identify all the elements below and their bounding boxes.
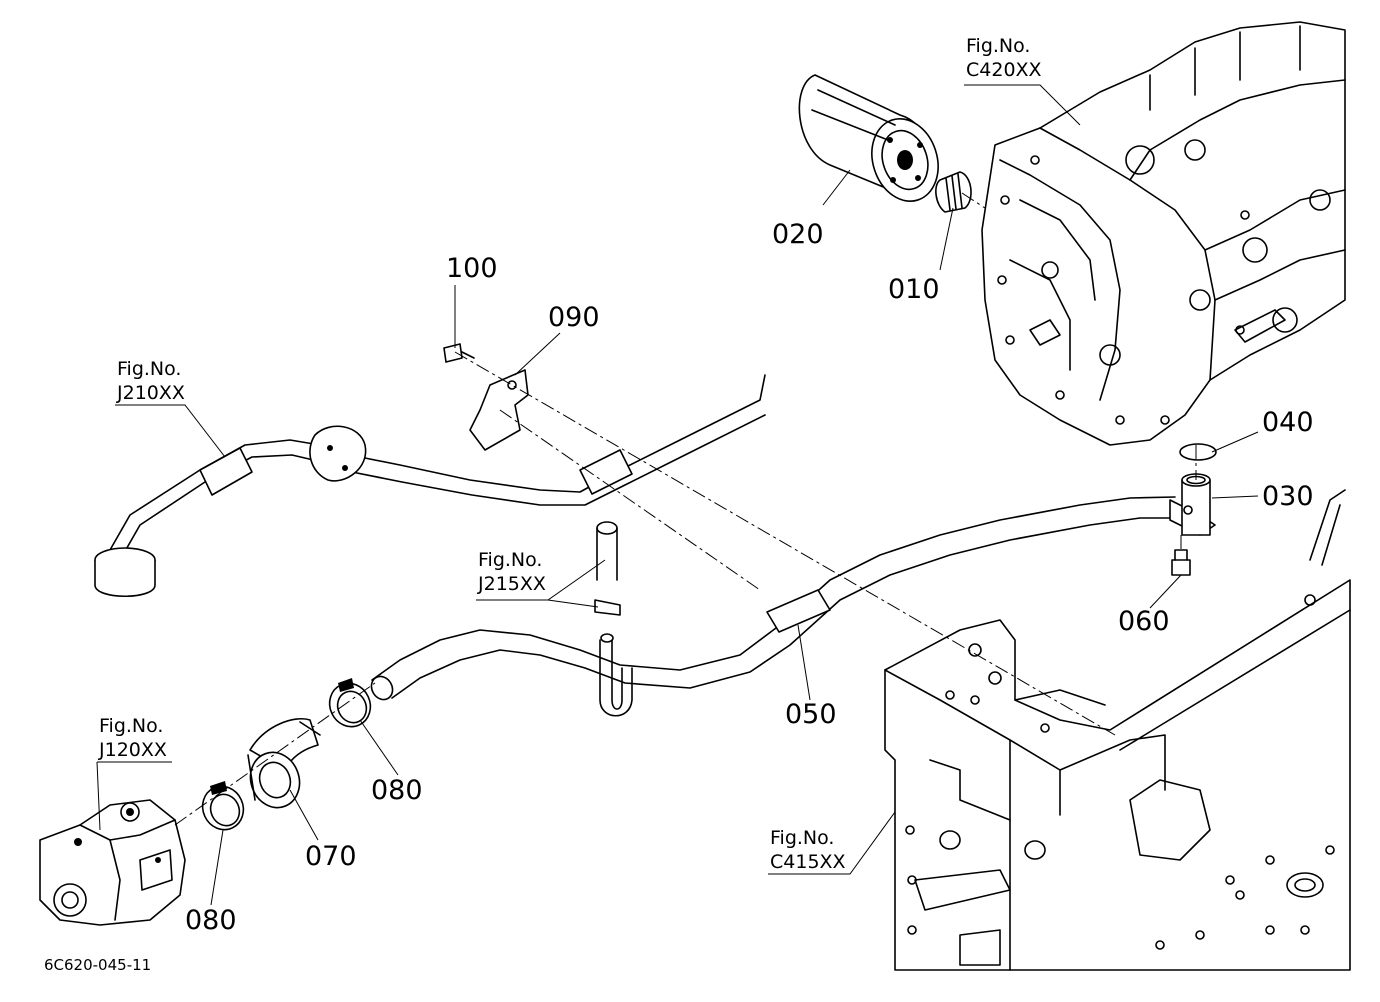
main-pipe-drawing	[370, 496, 1176, 717]
part-label-090: 090	[548, 302, 600, 333]
assembly-lines	[174, 192, 1197, 826]
sleeve-drawing	[594, 521, 621, 616]
clamp-drawing-upper	[328, 678, 372, 728]
o-ring-drawing	[1179, 443, 1217, 461]
part-label-080-lower: 080	[185, 905, 237, 936]
bracket-drawing	[469, 369, 529, 451]
fig-ref-j120-line2: J120XX	[99, 739, 167, 761]
pump-drawing	[39, 799, 186, 926]
part-label-070: 070	[305, 841, 357, 872]
clamp-drawing-lower	[201, 781, 245, 831]
fig-ref-j210[interactable]: Fig.No. J210XX	[117, 357, 185, 405]
fig-ref-j120-line1: Fig.No.	[99, 715, 164, 737]
part-label-010: 010	[888, 274, 940, 305]
part-label-040: 040	[1262, 407, 1314, 438]
leader-lines	[96, 84, 1259, 906]
diagram-code: 6C620-045-11	[44, 956, 152, 974]
part-label-030: 030	[1262, 481, 1314, 512]
hose-drawing	[247, 718, 321, 809]
frame-drawing	[884, 489, 1351, 971]
bolt-drawing	[443, 343, 475, 363]
fig-ref-j120[interactable]: Fig.No. J120XX	[99, 714, 167, 762]
oil-filter-drawing	[798, 74, 939, 202]
nipple-drawing	[935, 171, 972, 213]
fig-ref-c415-line2: C415XX	[770, 851, 846, 873]
fig-ref-c415-line1: Fig.No.	[770, 827, 835, 849]
plug-drawing	[1171, 549, 1191, 576]
fig-ref-c420[interactable]: Fig.No. C420XX	[966, 34, 1042, 82]
part-label-060: 060	[1118, 606, 1170, 637]
flange-drawing	[1169, 473, 1216, 536]
part-label-080-upper: 080	[371, 775, 423, 806]
fig-ref-j215-line2: J215XX	[478, 573, 546, 595]
part-label-050: 050	[785, 699, 837, 730]
fig-ref-j210-line2: J210XX	[117, 382, 185, 404]
part-label-020: 020	[772, 219, 824, 250]
part-label-100: 100	[446, 253, 498, 284]
fig-ref-j215-line1: Fig.No.	[478, 549, 543, 571]
fig-ref-c420-line2: C420XX	[966, 59, 1042, 81]
fig-ref-c420-line1: Fig.No.	[966, 35, 1031, 57]
fig-ref-j215[interactable]: Fig.No. J215XX	[478, 548, 546, 596]
fig-ref-c415[interactable]: Fig.No. C415XX	[770, 826, 846, 874]
suction-pipe-drawing	[94, 374, 766, 598]
transmission-case-drawing	[981, 21, 1346, 446]
fig-ref-j210-line1: Fig.No.	[117, 358, 182, 380]
